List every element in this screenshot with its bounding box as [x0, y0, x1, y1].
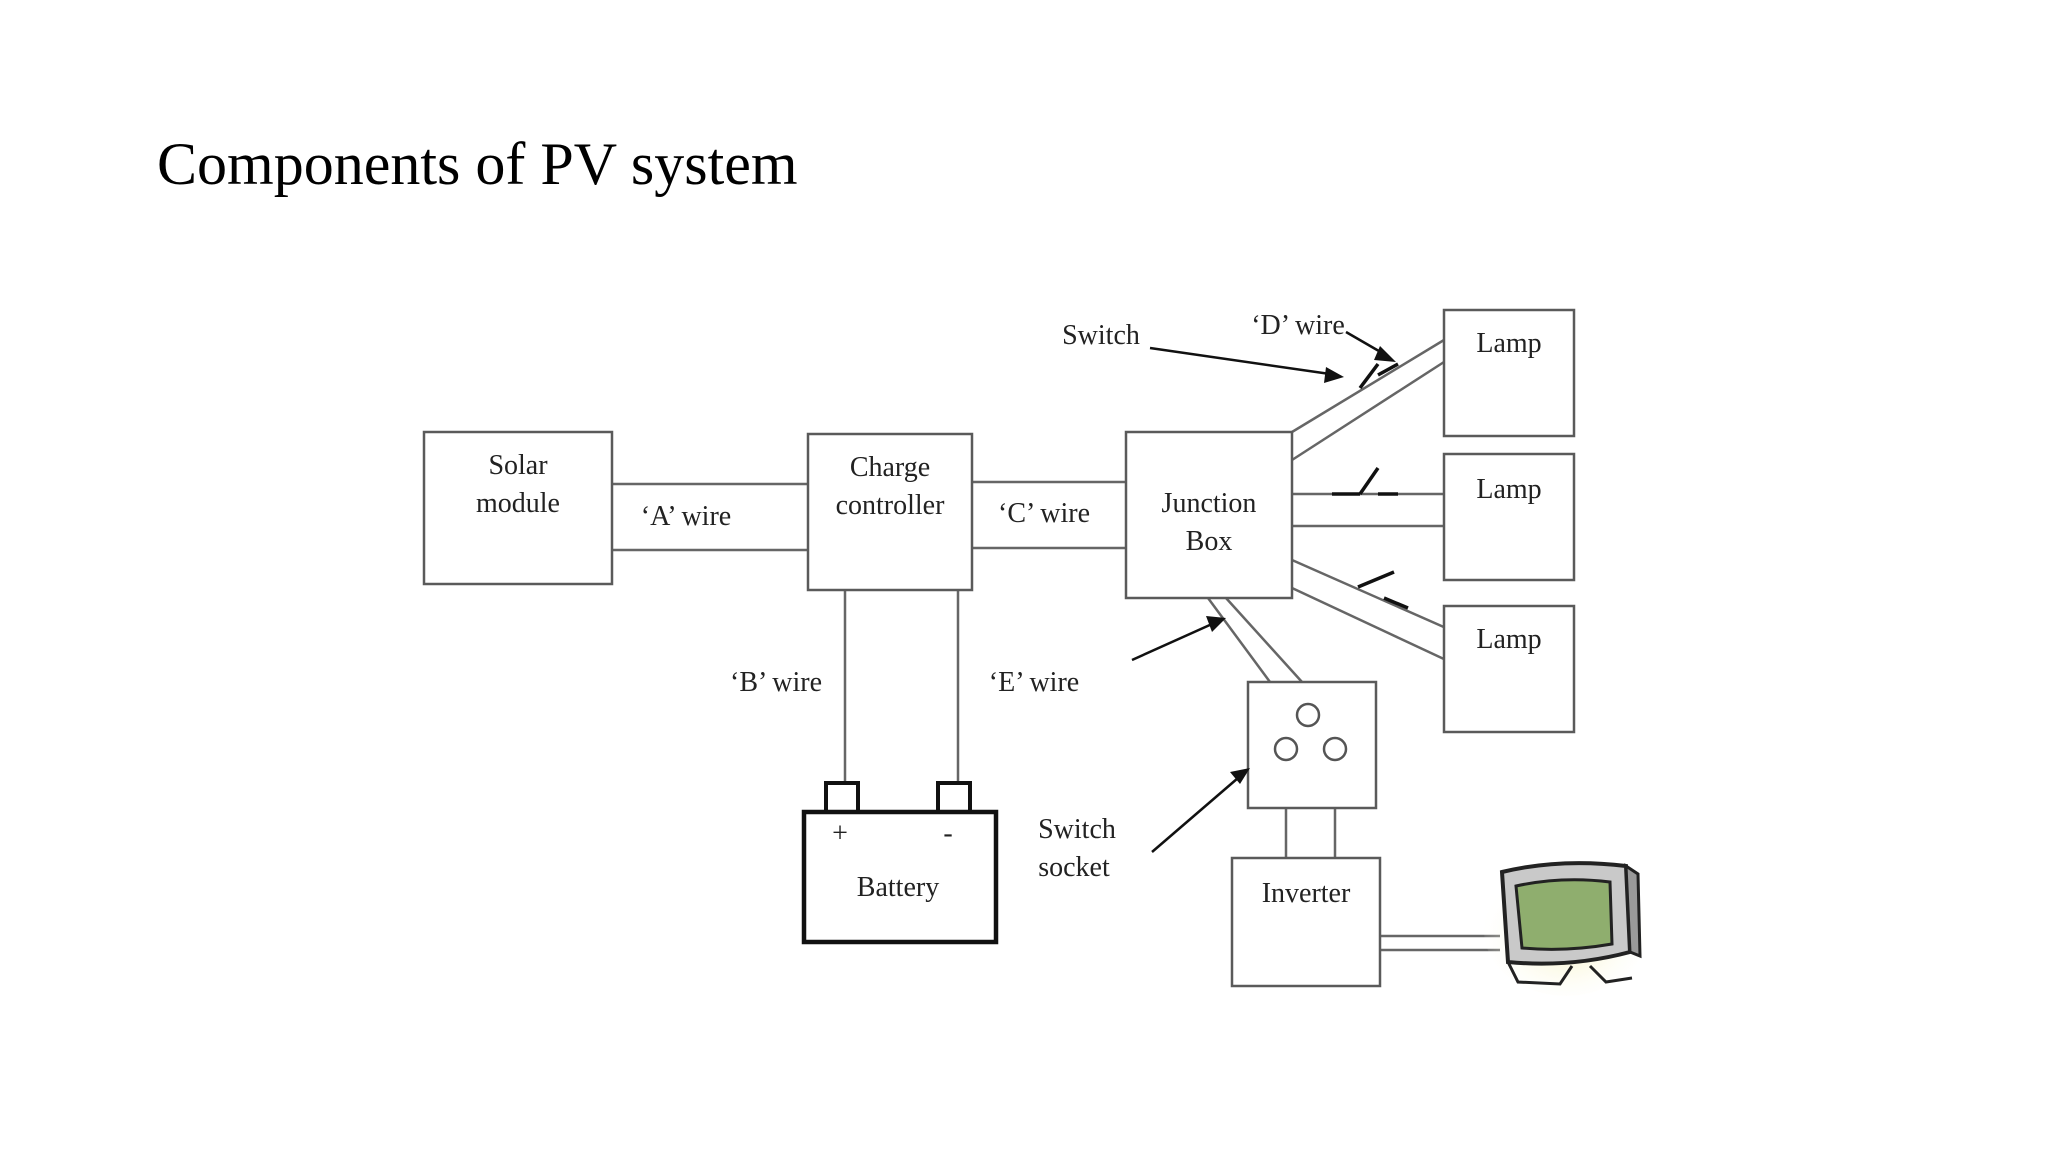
switch-socket-annotation-2: socket — [1038, 852, 1110, 883]
lamp-2-label: Lamp — [1476, 474, 1541, 505]
wire-d-label: ‘D’ wire — [1251, 310, 1345, 341]
switch-socket-annotation-1: Switch — [1038, 814, 1116, 845]
wire-e-pointer-arrow — [1131, 616, 1226, 662]
switch-pointer-arrow — [1149, 346, 1344, 383]
wire-a-label: ‘A’ wire — [641, 501, 731, 532]
wire-e-label: ‘E’ wire — [989, 667, 1079, 698]
wire-lamp-2 — [1292, 492, 1444, 528]
wire-c — [972, 480, 1126, 550]
battery-label: Battery — [857, 872, 939, 903]
charge-controller-box: Charge controller — [806, 432, 974, 592]
inverter-label: Inverter — [1262, 878, 1351, 909]
solar-module-label-1: Solar — [488, 450, 548, 481]
television-icon — [1484, 861, 1648, 996]
lamp-1-label: Lamp — [1476, 328, 1541, 359]
junction-box: Junction Box — [1124, 430, 1294, 600]
switch-socket-pointer-arrow — [1151, 768, 1250, 853]
charge-controller-label-1: Charge — [850, 452, 930, 483]
wire-junction-to-socket — [1206, 597, 1303, 683]
switch-lamp-2 — [1332, 467, 1398, 496]
charge-controller-label-2: controller — [836, 490, 946, 521]
battery-plus-sign: + — [832, 818, 848, 849]
switch-socket — [1246, 680, 1378, 810]
switch-lamp-3 — [1357, 570, 1409, 610]
switch-annotation: Switch — [1062, 320, 1140, 351]
page-title: Components of PV system — [157, 131, 798, 197]
lamp-3-label: Lamp — [1476, 624, 1541, 655]
wire-d-pointer-arrow — [1345, 330, 1396, 362]
battery: + - Battery — [801, 781, 999, 945]
solar-module-label-2: module — [476, 488, 560, 519]
switch-lamp-1 — [1358, 362, 1399, 390]
wire-c-label: ‘C’ wire — [998, 498, 1090, 529]
wire-lamp-3 — [1291, 558, 1447, 662]
junction-box-label-1: Junction — [1162, 488, 1257, 519]
lamp-2: Lamp — [1442, 452, 1576, 582]
wire-a — [612, 482, 808, 552]
lamp-1: Lamp — [1442, 308, 1576, 438]
lamp-3: Lamp — [1442, 604, 1576, 734]
junction-box-label-2: Box — [1186, 526, 1233, 557]
wire-b-label: ‘B’ wire — [730, 667, 822, 698]
wire-d-lamp-1 — [1291, 338, 1445, 462]
battery-minus-sign: - — [943, 818, 952, 849]
wire-inverter-to-tv — [1380, 934, 1500, 952]
solar-module-box: Solar module — [422, 430, 614, 586]
inverter-box: Inverter — [1230, 856, 1382, 988]
